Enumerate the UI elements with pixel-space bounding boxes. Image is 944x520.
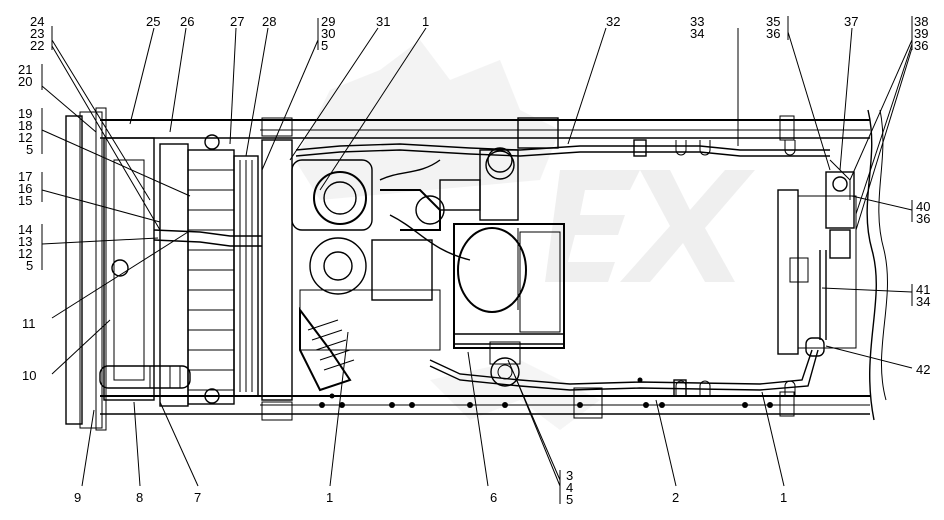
label-13: 13 [18, 234, 32, 249]
label-12-b: 12 [18, 246, 32, 261]
label-37: 37 [844, 14, 858, 29]
label-33: 33 [690, 14, 704, 29]
label-22: 22 [30, 38, 44, 53]
label-42: 42 [916, 362, 930, 377]
label-32: 32 [606, 14, 620, 29]
leader-lines [41, 16, 913, 504]
label-27: 27 [230, 14, 244, 29]
label-38: 38 [914, 14, 928, 29]
label-25: 25 [146, 14, 160, 29]
rail-holes [319, 377, 773, 408]
label-1-top: 1 [422, 14, 429, 29]
label-2: 2 [672, 490, 679, 505]
label-21: 21 [18, 62, 32, 77]
label-1-bottom-a: 1 [326, 490, 333, 505]
label-6: 6 [490, 490, 497, 505]
watermark [295, 40, 755, 430]
label-30: 30 [321, 26, 335, 41]
label-20: 20 [18, 74, 32, 89]
label-31: 31 [376, 14, 390, 29]
label-5-top: 5 [321, 38, 328, 53]
label-36-top: 36 [766, 26, 780, 41]
label-39: 39 [914, 26, 928, 41]
label-10: 10 [22, 368, 36, 383]
label-7: 7 [194, 490, 201, 505]
label-36-top-right: 36 [914, 38, 928, 53]
chassis-frame [65, 107, 888, 431]
label-12-a: 12 [18, 130, 32, 145]
label-24: 24 [30, 14, 44, 29]
label-36-right: 36 [916, 211, 930, 226]
label-4: 4 [566, 480, 573, 495]
label-34-top: 34 [690, 26, 704, 41]
rear-tank [777, 171, 857, 357]
label-8: 8 [136, 490, 143, 505]
label-14: 14 [18, 222, 32, 237]
callout-labels: 24 23 22 25 26 27 28 29 30 5 31 1 32 33 … [18, 14, 930, 507]
label-40: 40 [916, 199, 930, 214]
label-3: 3 [566, 468, 573, 483]
label-1-bottom-b: 1 [780, 490, 787, 505]
label-26: 26 [180, 14, 194, 29]
label-28: 28 [262, 14, 276, 29]
label-11: 11 [22, 316, 36, 331]
label-19: 19 [18, 106, 32, 121]
label-29: 29 [321, 14, 335, 29]
label-5-bottom: 5 [566, 492, 573, 507]
label-34-right: 34 [916, 294, 930, 309]
label-16: 16 [18, 181, 32, 196]
label-35: 35 [766, 14, 780, 29]
label-23: 23 [30, 26, 44, 41]
label-18: 18 [18, 118, 32, 133]
hose-lines [295, 139, 851, 397]
label-17: 17 [18, 169, 32, 184]
label-5-a: 5 [26, 142, 33, 157]
air-cleaner [453, 147, 565, 387]
engine [261, 139, 519, 401]
label-15: 15 [18, 193, 32, 208]
label-9: 9 [74, 490, 81, 505]
label-5-b: 5 [26, 258, 33, 273]
label-41: 41 [916, 282, 930, 297]
radiator-assembly [99, 134, 262, 407]
